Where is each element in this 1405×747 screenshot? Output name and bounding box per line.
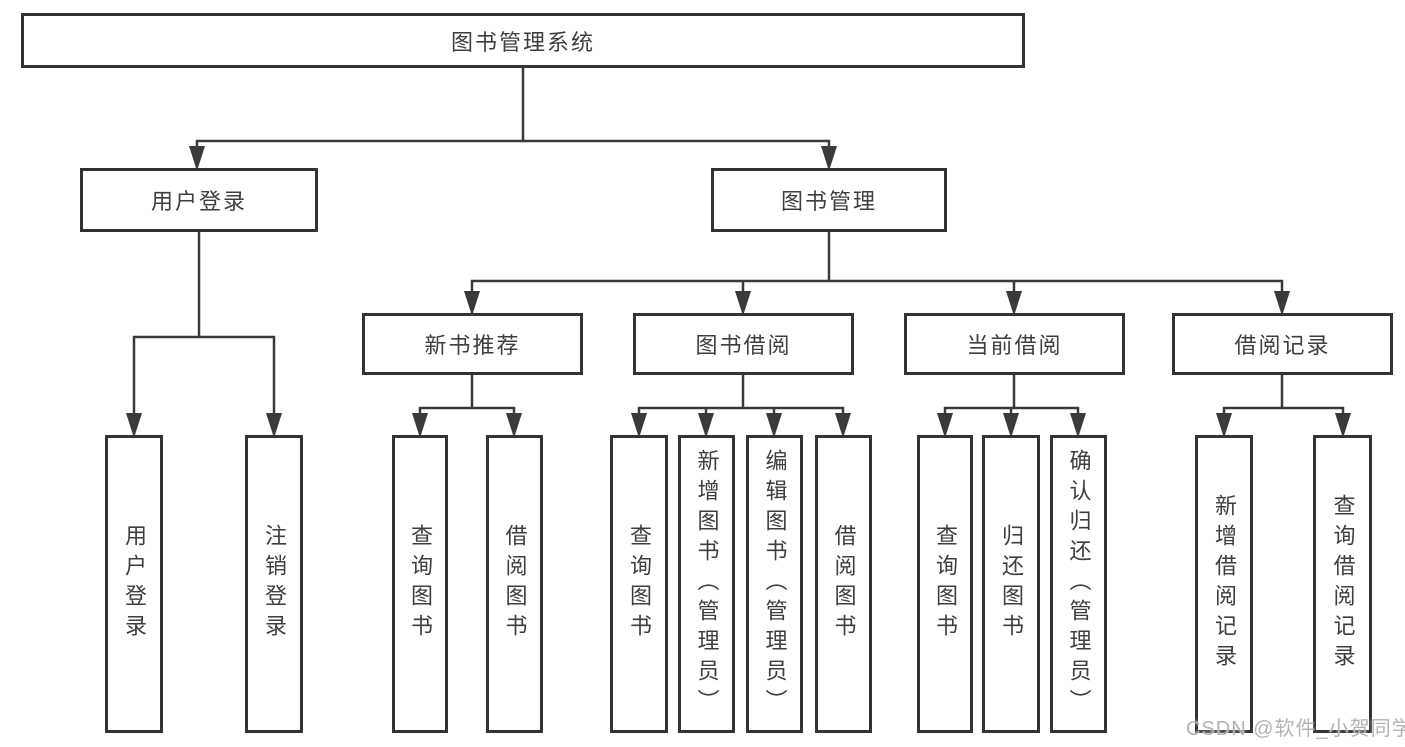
leaf-logout-label: 注销登录	[262, 524, 287, 644]
leaf-edit-books-admin-label: 编辑图书（管理员）	[762, 449, 788, 719]
node-user-login: 用户登录	[80, 168, 318, 232]
leaf-add-borrow-record: 新增借阅记录	[1195, 435, 1253, 733]
leaf-user-login-label: 用户登录	[122, 524, 147, 644]
node-current-borrowing-label: 当前借阅	[966, 333, 1063, 358]
node-borrow-records-label: 借阅记录	[1234, 333, 1331, 358]
leaf-current-query-books-label: 查询图书	[933, 524, 958, 644]
leaf-return-books-label: 归还图书	[999, 524, 1024, 644]
leaf-borrowing-borrow-books: 借阅图书	[815, 435, 872, 733]
leaf-user-login: 用户登录	[105, 435, 163, 733]
leaf-return-books: 归还图书	[982, 435, 1040, 733]
node-book-borrowing: 图书借阅	[633, 313, 854, 375]
arrowheads	[126, 146, 1351, 438]
leaf-edit-books-admin: 编辑图书（管理员）	[746, 435, 803, 733]
leaf-borrowing-query-books-label: 查询图书	[627, 524, 652, 644]
leaf-borrowing-query-books: 查询图书	[610, 435, 668, 733]
node-new-book-recommend-label: 新书推荐	[424, 333, 521, 358]
leaf-recommend-borrow-books: 借阅图书	[486, 435, 543, 733]
node-new-book-recommend: 新书推荐	[362, 313, 583, 375]
node-root-label: 图书管理系统	[450, 29, 595, 55]
node-book-management: 图书管理	[711, 168, 947, 232]
node-book-management-label: 图书管理	[780, 189, 877, 214]
node-root-system: 图书管理系统	[21, 13, 1025, 68]
node-user-login-label: 用户登录	[150, 189, 247, 214]
leaf-recommend-query-books-label: 查询图书	[408, 524, 433, 644]
leaf-current-query-books: 查询图书	[917, 435, 973, 733]
node-current-borrowing: 当前借阅	[904, 313, 1125, 375]
leaf-query-borrow-record-label: 查询借阅记录	[1330, 494, 1356, 674]
node-book-borrowing-label: 图书借阅	[695, 333, 792, 358]
leaf-logout: 注销登录	[245, 435, 303, 733]
leaf-add-borrow-record-label: 新增借阅记录	[1212, 494, 1237, 674]
csdn-watermark: CSDN @软件_小贺同学	[1186, 718, 1405, 740]
leaf-recommend-query-books: 查询图书	[392, 435, 448, 733]
leaf-confirm-return-admin-label: 确认归还（管理员）	[1066, 449, 1092, 719]
leaf-add-books-admin-label: 新增图书（管理员）	[694, 449, 720, 719]
leaf-query-borrow-record: 查询借阅记录	[1313, 435, 1372, 733]
node-borrow-records: 借阅记录	[1172, 313, 1393, 375]
leaf-add-books-admin: 新增图书（管理员）	[678, 435, 735, 733]
leaf-borrowing-borrow-books-label: 借阅图书	[831, 524, 857, 644]
leaf-recommend-borrow-books-label: 借阅图书	[502, 524, 528, 644]
leaf-confirm-return-admin: 确认归还（管理员）	[1050, 435, 1107, 733]
